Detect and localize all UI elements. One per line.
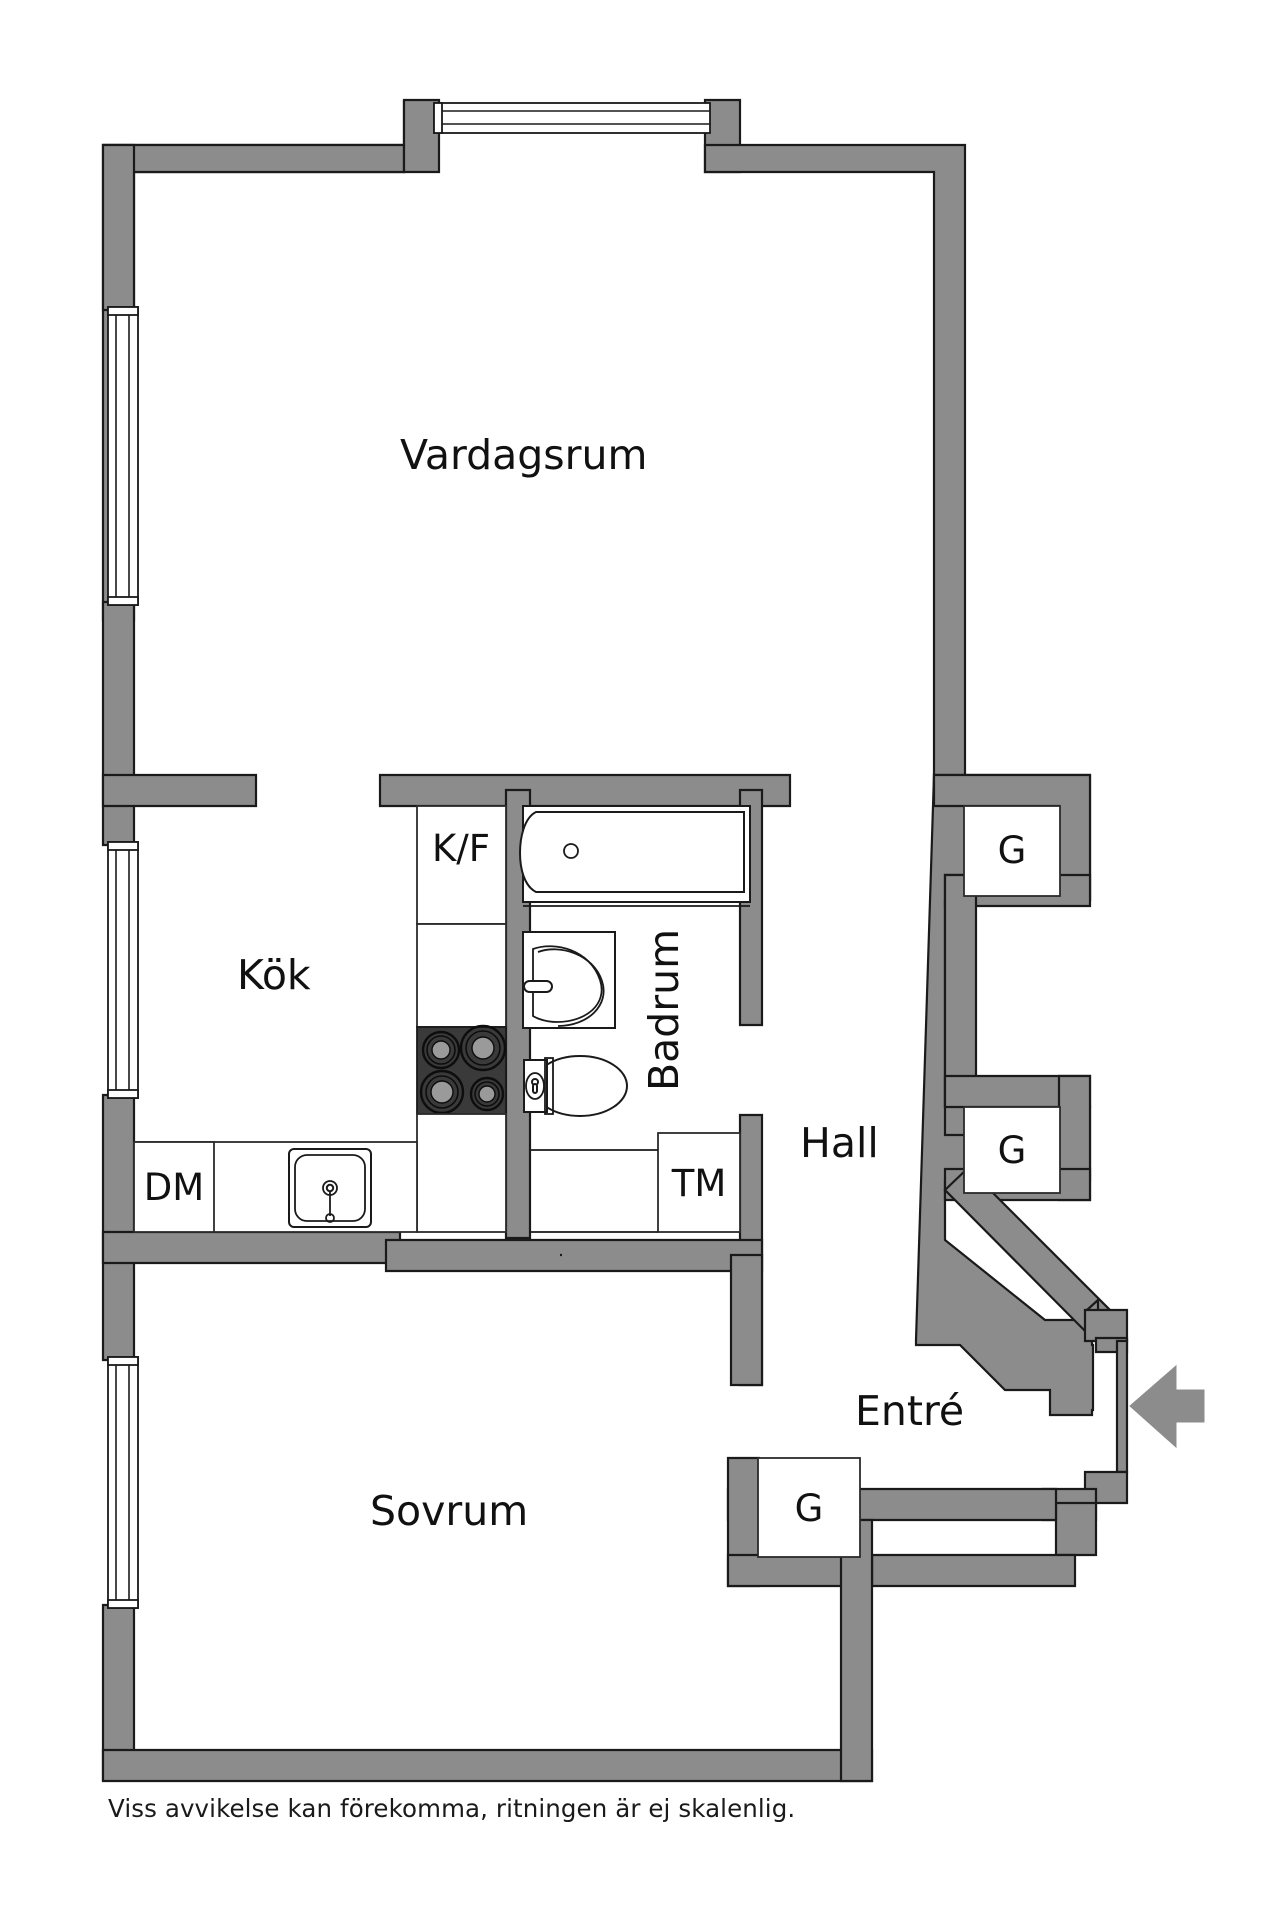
- wall-entre-lower-run: [870, 1553, 1077, 1588]
- label-entre: Entré: [855, 1387, 964, 1435]
- wall-bath-top: [378, 773, 792, 808]
- window-left-kitchen: [107, 841, 139, 1099]
- wall-entre-door-face: [1115, 1339, 1129, 1474]
- label-tm: TM: [671, 1162, 727, 1205]
- tm-cabinet: [657, 1132, 741, 1233]
- window-left-bedroom: [107, 1356, 139, 1609]
- wall-entre-lower-step2: [1054, 1501, 1098, 1557]
- wall-top-notch-left: [402, 98, 441, 174]
- bathtub: [518, 805, 751, 903]
- kitchen-sink: [288, 1148, 372, 1228]
- washbasin: [522, 931, 616, 1029]
- stove: [416, 1024, 507, 1115]
- label-badrum: Badrum: [640, 929, 688, 1091]
- label-g-upper: G: [998, 829, 1027, 872]
- label-hall: Hall: [800, 1119, 879, 1167]
- label-dm: DM: [144, 1166, 204, 1209]
- label-g-lower: G: [795, 1487, 824, 1530]
- wall-hall-bedroom: [384, 1238, 764, 1273]
- label-g-middle: G: [998, 1129, 1027, 1172]
- wall-bedroom-right: [729, 1253, 764, 1387]
- wall-left-mid1: [101, 600, 136, 847]
- cabinet-lower: [416, 1113, 507, 1233]
- wall-bottom: [101, 1748, 874, 1783]
- g-lower-box: [757, 1457, 861, 1558]
- label-kok: Kök: [237, 951, 311, 999]
- wall-top-left-run: [101, 143, 406, 622]
- wall-right-lower-vertical: [839, 1518, 874, 1783]
- wall-left-mid2: [101, 1093, 136, 1362]
- window-left-living: [107, 306, 139, 606]
- tag-labels: K/F DM TM G G G: [144, 827, 1027, 1530]
- label-kf: K/F: [432, 827, 490, 870]
- wall-entre-top-shelf: [1083, 1308, 1129, 1343]
- disclaimer-text: Viss avvikelse kan förekomma, ritningen …: [108, 1794, 796, 1823]
- dm-cabinet: [133, 1141, 215, 1233]
- label-vardagsrum: Vardagsrum: [400, 431, 647, 479]
- kitchen-fixtures: [133, 805, 507, 1233]
- label-sovrum: Sovrum: [370, 1487, 528, 1535]
- g-middle-box: [963, 1106, 1061, 1194]
- closets: [757, 805, 1061, 1558]
- window-top: [433, 102, 711, 134]
- windows: [107, 102, 711, 1609]
- wall-left-upper: [101, 143, 136, 312]
- entrance-arrow: [1129, 1364, 1205, 1449]
- wall-living-kitchen-stub: [101, 773, 258, 808]
- wall-top-right: [703, 143, 967, 792]
- cabinet-upper: [416, 923, 507, 1028]
- wall-kitchen-bottom: [101, 1230, 402, 1265]
- room-labels: Vardagsrum Kök Badrum Hall Entré Sovrum: [237, 431, 964, 1535]
- g-upper-box: [963, 805, 1061, 897]
- bathroom-fixtures: [518, 805, 751, 1233]
- toilet: [523, 1055, 628, 1117]
